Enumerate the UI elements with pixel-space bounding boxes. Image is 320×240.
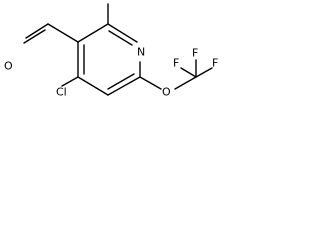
bond-c6-c5-double [107, 73, 135, 90]
atom-ether-oxygen: O [162, 86, 171, 99]
bond-cf3-f-left [180, 67, 197, 78]
bond-cf3-f-right [195, 67, 213, 78]
bond-c2-n1-double [108, 30, 133, 46]
bond-cho-o-double [23, 29, 46, 44]
pyridine-ring [77, 23, 141, 96]
bond-c2-n1 [107, 23, 138, 43]
bond-c6-c5 [107, 76, 141, 96]
atom-fluorine-top: F [192, 47, 198, 60]
bond-c6-o [139, 76, 162, 90]
bond-c4-cl [61, 76, 79, 87]
atom-fluorine-right: F [212, 57, 218, 70]
bond-c3-c2 [77, 23, 109, 43]
bond-c3-cho [47, 23, 79, 43]
chemical-structure-diagram: O N Cl O F F F [4, 3, 218, 99]
atom-ring-nitrogen: N [137, 46, 145, 59]
trifluoromethoxy-group [139, 59, 213, 90]
bond-cho-o [25, 23, 49, 39]
bond-o-cf3 [174, 76, 197, 90]
bond-c5-c4 [77, 76, 109, 96]
atom-fluorine-left: F [173, 57, 179, 70]
aldehyde-group [23, 23, 79, 44]
atom-chlorine: Cl [56, 86, 67, 99]
atom-aldehyde-oxygen: O [4, 60, 13, 73]
